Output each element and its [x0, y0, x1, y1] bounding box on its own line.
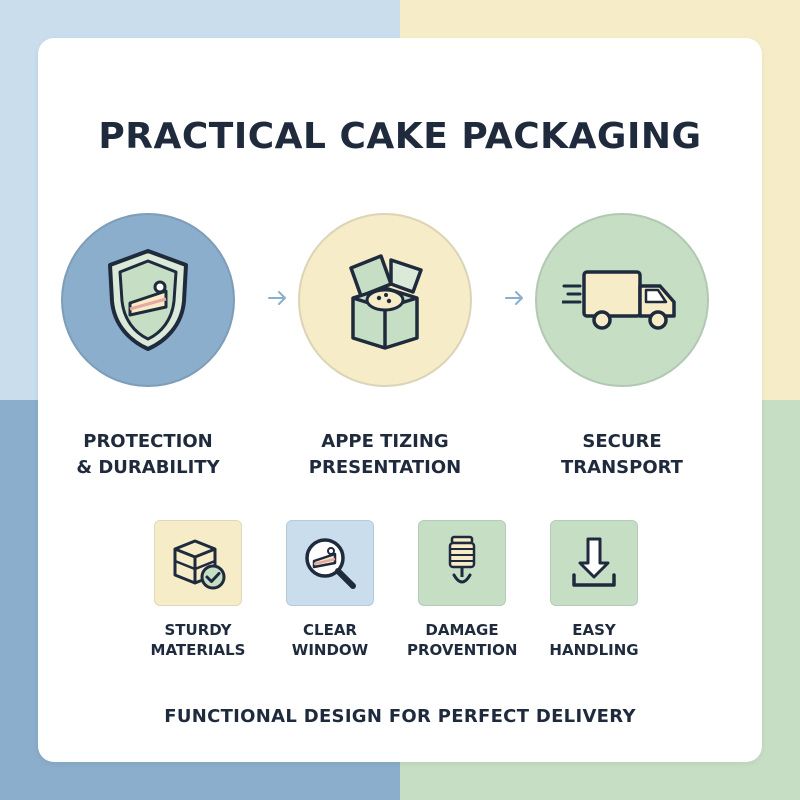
feature-circle: [535, 213, 709, 387]
benefit-easy-handling: EASY HANDLING: [539, 520, 649, 660]
feature-circle: [298, 213, 472, 387]
damage-prevention-icon: [448, 535, 476, 584]
feature-label: APPE TIZING PRESENTATION: [308, 431, 462, 478]
shield-cake-icon: [108, 249, 188, 351]
arrow-right-icon: [268, 291, 286, 305]
benefit-damage-prevention: DAMAGE PROVENTION: [407, 520, 517, 660]
feature-presentation: APPE TIZING PRESENTATION: [275, 213, 495, 481]
feature-protection: PROTECTION & DURABILITY: [38, 213, 258, 481]
feature-transport: SECURE TRANSPORT: [512, 213, 732, 481]
benefit-tile: [286, 520, 374, 606]
feature-label: PROTECTION & DURABILITY: [76, 431, 220, 478]
box-check-icon: [173, 539, 226, 590]
magnifier-cake-icon: [305, 538, 356, 589]
benefit-sturdy-materials: STURDY MATERIALS: [143, 520, 253, 660]
feature-circle: [61, 213, 235, 387]
benefit-tile: [418, 520, 506, 606]
open-cake-box-icon: [349, 254, 423, 350]
benefit-label: STURDY MATERIALS: [150, 621, 246, 659]
benefit-label: CLEAR WINDOW: [291, 621, 369, 659]
feature-label: SECURE TRANSPORT: [561, 431, 683, 478]
benefit-label: EASY HANDLING: [549, 621, 639, 659]
page-title: PRACTICAL CAKE PACKAGING: [98, 116, 702, 157]
benefit-label: DAMAGE PROVENTION: [407, 621, 518, 659]
benefit-clear-window: CLEAR WINDOW: [275, 520, 385, 660]
infographic-card: PRACTICAL CAKE PACKAGING PROTECTION & DU…: [38, 38, 762, 762]
arrow-right-icon: [505, 291, 523, 305]
footer-tagline: FUNCTIONAL DESIGN FOR PERFECT DELIVERY: [164, 706, 636, 727]
down-arrow-tray-icon: [572, 537, 616, 587]
benefit-tile: [154, 520, 242, 606]
benefit-tile: [550, 520, 638, 606]
delivery-truck-icon: [562, 270, 676, 330]
